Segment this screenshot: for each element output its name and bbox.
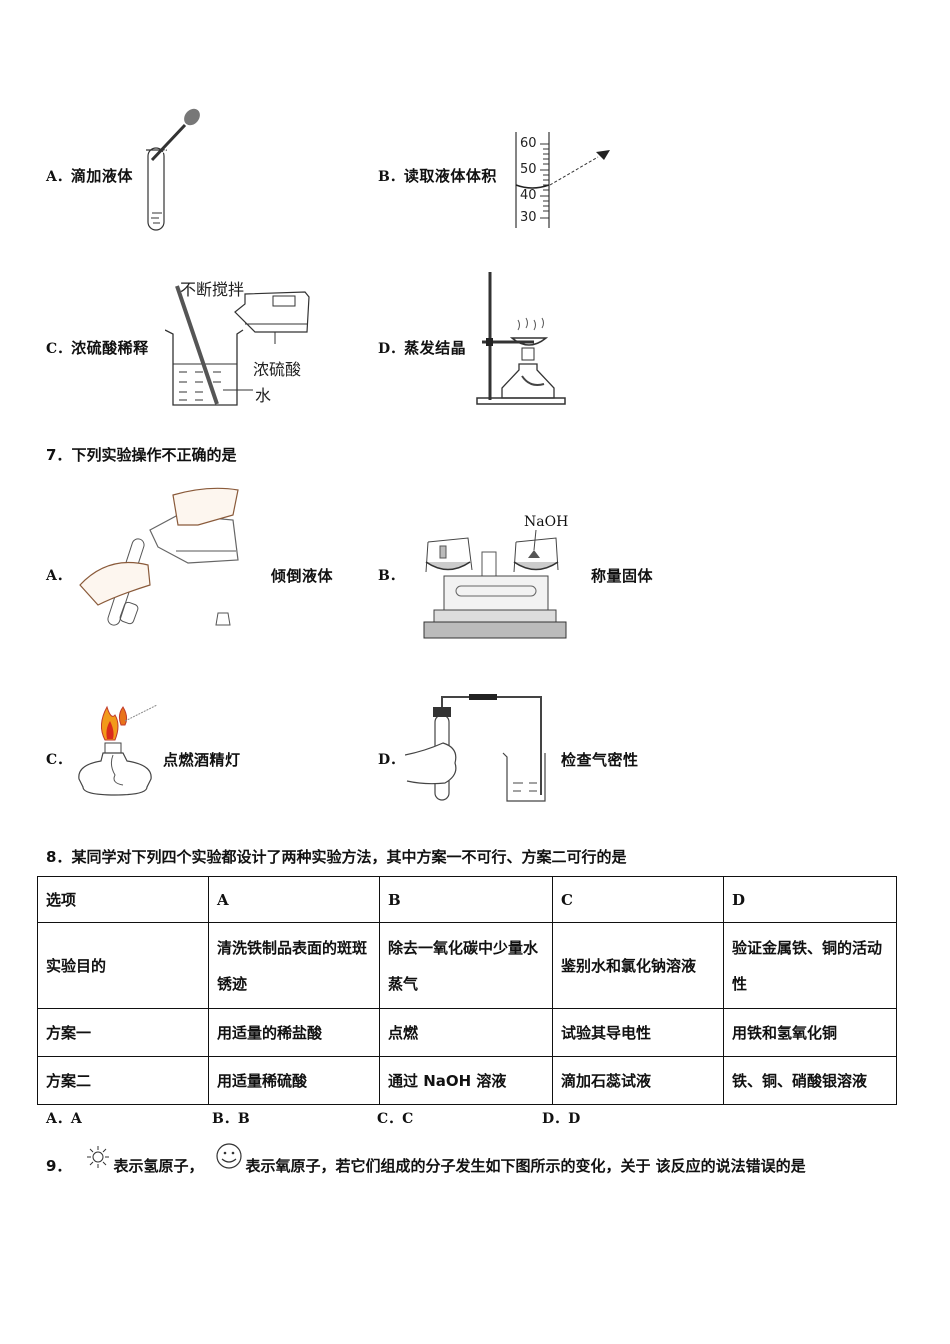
airtightness-check-figure: [405, 694, 546, 802]
table-cell: 铁、铜、硝酸银溶液: [723, 1056, 897, 1105]
option-letter: C．: [46, 341, 72, 357]
table-header-cell: B: [379, 876, 553, 923]
q6-option-b: B．读取液体体积: [378, 165, 497, 186]
table-header-cell: C: [552, 876, 724, 923]
experiment-table: 选项 A B C D 实验目的 清洗铁制品表面的斑斑锈迹 除去一氧化碳中少量水蒸…: [37, 876, 897, 1105]
table-cell: 点燃: [379, 1008, 553, 1057]
option-letter: A．: [46, 169, 71, 185]
table-header-cell: D: [723, 876, 897, 923]
table-cell: 滴加石蕊试液: [552, 1056, 724, 1105]
table-cell: 方案一: [37, 1008, 209, 1057]
answer-choice-b[interactable]: B．B: [212, 1111, 250, 1127]
q8-title: 8．某同学对下列四个实验都设计了两种实验方法，其中方案一不可行、方案二可行的是: [46, 846, 626, 867]
q7-option-d-letter: D．: [378, 752, 405, 768]
q7-option-d-text: 检查气密性: [561, 751, 639, 769]
alcohol-lamp-figure: [78, 704, 158, 796]
question-text: 下列实验操作不正确的是: [71, 446, 237, 464]
pouring-liquid-figure: [79, 487, 239, 626]
option-text: 浓硫酸稀释: [71, 339, 149, 357]
table-cell: 验证金属铁、铜的活动性: [723, 922, 897, 1009]
table-cell: 鉴别水和氯化钠溶液: [552, 922, 724, 1009]
question-number: 9．: [46, 1157, 72, 1175]
q7-option-b-letter: B．: [378, 568, 404, 584]
scale-tick-label: 60: [520, 136, 537, 151]
acid-dilution-figure: 不断搅拌 浓硫酸 水: [165, 272, 325, 412]
q7-option-a-letter: A．: [46, 568, 71, 584]
option-text: 读取液体体积: [403, 167, 497, 185]
q9-title: 9． 表示氢原子， 表示氧原子，若它们组成的分子发生如下图所示的变化，关于 该反…: [46, 1142, 806, 1176]
table-cell: 通过 NaOH 溶液: [379, 1056, 553, 1105]
table-row: 实验目的 清洗铁制品表面的斑斑锈迹 除去一氧化碳中少量水蒸气 鉴别水和氯化钠溶液…: [37, 922, 897, 1009]
scale-tick-label: 30: [520, 210, 537, 225]
table-header-cell: A: [208, 876, 380, 923]
balance-figure: NaOH: [420, 512, 570, 642]
q6-option-d: D．蒸发结晶: [378, 337, 466, 358]
oxygen-legend-text: 表示氧原子，若它们组成的分子发生如下图所示的变化，关于 该反应的说法错误的是: [245, 1157, 806, 1175]
question-number: 8．: [46, 848, 72, 866]
annotation-water: 水: [255, 386, 272, 405]
table-cell: 用适量稀硫酸: [208, 1056, 380, 1105]
evaporation-stand-figure: [476, 272, 566, 405]
naoh-label: NaOH: [524, 514, 569, 530]
q6-option-a: A．滴加液体: [46, 165, 133, 186]
table-cell: 除去一氧化碳中少量水蒸气: [379, 922, 553, 1009]
smiley-icon: [216, 1143, 243, 1169]
option-letter: B．: [378, 169, 404, 185]
table-cell: 试验其导电性: [552, 1008, 724, 1057]
scale-tick-label: 40: [520, 188, 537, 203]
q6-option-c: C．浓硫酸稀释: [46, 337, 149, 358]
option-text: 滴加液体: [70, 167, 133, 185]
hydrogen-legend-text: 表示氢原子，: [113, 1157, 204, 1175]
scale-tick-label: 50: [520, 162, 537, 177]
graduated-cylinder-figure: 60 50 40 30: [512, 130, 622, 230]
sun-icon: [87, 1146, 110, 1168]
table-cell: 清洗铁制品表面的斑斑锈迹: [208, 922, 380, 1009]
question-number: 7．: [46, 446, 72, 464]
table-cell: 用适量的稀盐酸: [208, 1008, 380, 1057]
annotation-stir: 不断搅拌: [180, 280, 245, 299]
dropper-test-tube-figure: [146, 108, 200, 231]
table-header-row: 选项 A B C D: [37, 876, 897, 923]
table-header-cell: 选项: [37, 876, 209, 923]
answer-choice-a[interactable]: A．A: [46, 1111, 82, 1127]
table-cell: 用铁和氢氧化铜: [723, 1008, 897, 1057]
answer-choice-c[interactable]: C．C: [377, 1111, 414, 1127]
table-row: 方案二 用适量稀硫酸 通过 NaOH 溶液 滴加石蕊试液 铁、铜、硝酸银溶液: [37, 1056, 897, 1105]
answer-choice-d[interactable]: D．D: [542, 1111, 581, 1127]
option-letter: D．: [378, 341, 405, 357]
q7-option-b-text: 称量固体: [591, 567, 654, 585]
q7-option-a-text: 倾倒液体: [271, 567, 334, 585]
question-text: 某同学对下列四个实验都设计了两种实验方法，其中方案一不可行、方案二可行的是: [71, 848, 627, 866]
table-row: 方案一 用适量的稀盐酸 点燃 试验其导电性 用铁和氢氧化铜: [37, 1008, 897, 1057]
q7-option-c-text: 点燃酒精灯: [163, 751, 241, 769]
q7-title: 7．下列实验操作不正确的是: [46, 444, 236, 465]
option-text: 蒸发结晶: [404, 339, 467, 357]
table-cell: 方案二: [37, 1056, 209, 1105]
table-cell: 实验目的: [37, 922, 209, 1009]
annotation-conc-acid: 浓硫酸: [253, 360, 302, 379]
q7-option-c-letter: C．: [46, 752, 72, 768]
